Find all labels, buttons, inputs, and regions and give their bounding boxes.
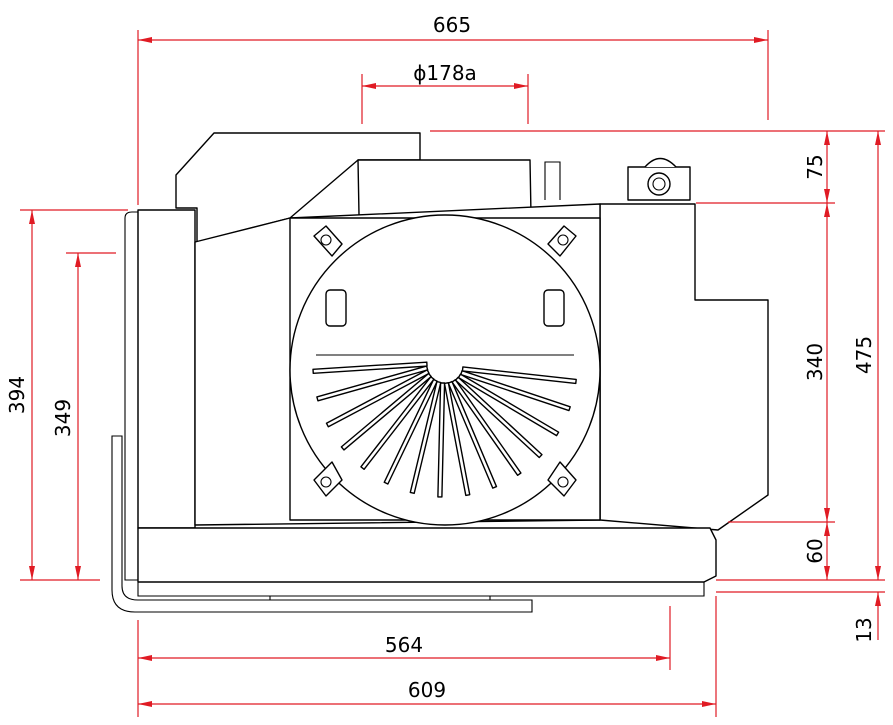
fan-blade [312, 361, 428, 374]
fan-blade [325, 369, 430, 428]
dim-right-bottom-offset: 60 [803, 538, 827, 563]
unit-outline [111, 132, 769, 613]
fan-blade [443, 381, 471, 497]
left-panel [137, 209, 196, 529]
fan-blade [454, 376, 543, 459]
dimension-labels: 665 ϕ178a 394 349 75 340 475 60 13 564 6… [5, 13, 876, 702]
fan-rotor [289, 214, 601, 526]
fan-blade [457, 373, 560, 437]
dim-bottom-outer-width: 609 [408, 678, 446, 702]
right-housing [599, 203, 769, 531]
dim-left-inner-height: 349 [51, 399, 75, 437]
fan-blade [437, 382, 446, 498]
fan-blades [312, 354, 577, 498]
dimension-lines [20, 30, 885, 717]
fan-blade [447, 380, 498, 489]
mounting-ears [313, 225, 577, 497]
dim-bottom-inner-width: 564 [385, 633, 423, 657]
dim-top-width: 665 [433, 13, 471, 37]
fan-blade [360, 376, 435, 470]
fan-blade [460, 369, 571, 412]
fan-blade [409, 380, 442, 495]
fan-blade [461, 366, 577, 385]
dim-left-outer-height: 394 [5, 376, 29, 414]
dim-right-mid-height: 340 [803, 343, 827, 381]
foot-rail [111, 435, 533, 613]
base-plate [137, 527, 717, 583]
dim-duct-diameter: ϕ178a [413, 61, 477, 85]
drain-fitting [627, 157, 691, 201]
fan-blade [451, 379, 522, 476]
fan-blade [316, 365, 429, 402]
dim-right-base-offset: 13 [852, 617, 876, 642]
dim-right-top-offset: 75 [803, 154, 827, 179]
fan-blade [383, 378, 438, 485]
fan-blade [340, 372, 432, 451]
dim-right-total-height: 475 [852, 336, 876, 374]
